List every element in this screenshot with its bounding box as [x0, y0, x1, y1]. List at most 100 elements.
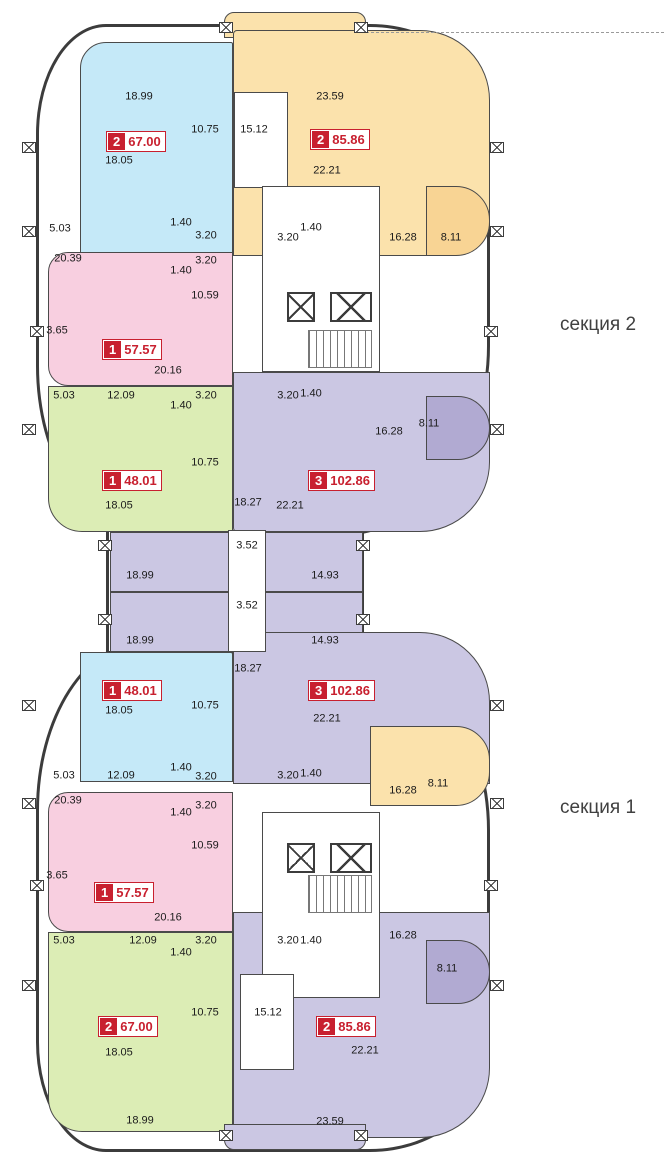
- window-marker-icon: [22, 980, 36, 991]
- dimension-label: 1.40: [170, 216, 192, 229]
- dimension-label: 10.59: [191, 289, 219, 302]
- window-marker-icon: [98, 614, 112, 625]
- dimension-label: 22.21: [351, 1044, 379, 1057]
- staircase-icon: [308, 330, 372, 368]
- window-marker-icon: [490, 798, 504, 809]
- dimension-label: 18.99: [125, 90, 153, 103]
- window-marker-icon: [219, 22, 233, 33]
- dimension-label: 16.28: [375, 425, 403, 438]
- unit-1-48-region-s1: [80, 652, 233, 782]
- room-count-badge: 3: [310, 472, 328, 489]
- room-16-8-s1: [370, 726, 490, 806]
- window-marker-icon: [22, 798, 36, 809]
- dimension-label: 3.20: [277, 769, 299, 782]
- dimension-label: 1.40: [170, 946, 192, 959]
- elevator-shaft-icon: [287, 292, 315, 322]
- staircase-icon: [308, 875, 372, 913]
- dimension-label: 18.27: [234, 662, 262, 675]
- dimension-label: 15.12: [254, 1006, 282, 1019]
- dimension-label: 18.05: [105, 499, 133, 512]
- dimension-label: 10.75: [191, 123, 219, 136]
- window-marker-icon: [356, 540, 370, 551]
- dimension-label: 14.93: [311, 634, 339, 647]
- window-marker-icon: [490, 700, 504, 711]
- dimension-label: 1.40: [300, 934, 322, 947]
- window-marker-icon: [219, 1130, 233, 1141]
- dimension-label: 18.99: [126, 1114, 154, 1127]
- room-count-badge: 1: [104, 472, 122, 489]
- dimension-label: 1.40: [300, 221, 322, 234]
- dimension-label: 3.20: [195, 934, 217, 947]
- room-count-badge: 3: [310, 682, 328, 699]
- dimension-label: 12.09: [129, 934, 157, 947]
- dimension-label: 3.52: [236, 539, 258, 552]
- dimension-label: 3.20: [277, 389, 299, 402]
- dimension-label: 1.40: [170, 264, 192, 277]
- unit-area-value: 85.86: [332, 132, 365, 147]
- window-marker-icon: [484, 880, 498, 891]
- dimension-label: 3.20: [195, 799, 217, 812]
- dimension-label: 18.27: [234, 496, 262, 509]
- dimension-label: 3.20: [195, 229, 217, 242]
- dimension-label: 20.39: [54, 794, 82, 807]
- window-marker-icon: [30, 326, 44, 337]
- reference-dashed-line: [366, 32, 664, 33]
- dimension-label: 1.40: [170, 761, 192, 774]
- dimension-label: 16.28: [389, 231, 417, 244]
- unit-area-value: 48.01: [124, 473, 157, 488]
- dimension-label: 15.12: [240, 123, 268, 136]
- dimension-label: 10.75: [191, 1006, 219, 1019]
- dimension-label: 1.40: [170, 399, 192, 412]
- dimension-label: 12.09: [107, 769, 135, 782]
- unit-area-value: 67.00: [120, 1019, 153, 1034]
- dimension-label: 1.40: [300, 767, 322, 780]
- unit-1-57-region-s2: [48, 252, 233, 386]
- room-count-badge: 2: [100, 1018, 118, 1035]
- room-count-badge: 2: [312, 131, 330, 148]
- elevator-shaft-icon: [330, 292, 372, 322]
- dimension-label: 20.39: [54, 252, 82, 265]
- bay-bottom: [224, 1124, 366, 1150]
- unit-area-value: 85.86: [338, 1019, 371, 1034]
- dimension-label: 12.09: [107, 389, 135, 402]
- dimension-label: 18.05: [105, 154, 133, 167]
- dimension-label: 3.20: [195, 254, 217, 267]
- window-marker-icon: [356, 614, 370, 625]
- unit-area-value: 57.57: [124, 342, 157, 357]
- dimension-label: 8.11: [427, 777, 449, 790]
- dimension-label: 10.75: [191, 456, 219, 469]
- window-marker-icon: [22, 700, 36, 711]
- room-count-badge: 2: [318, 1018, 336, 1035]
- window-marker-icon: [22, 142, 36, 153]
- dimension-label: 10.59: [191, 839, 219, 852]
- corridor-top: [234, 92, 288, 188]
- dimension-label: 3.20: [195, 770, 217, 783]
- corridor-bottom: [240, 974, 294, 1070]
- dimension-label: 5.03: [53, 769, 75, 782]
- room-count-badge: 1: [104, 341, 122, 358]
- room-count-badge: 1: [96, 884, 114, 901]
- dimension-label: 18.99: [126, 569, 154, 582]
- dimension-label: 23.59: [316, 1115, 344, 1128]
- dimension-label: 14.93: [311, 569, 339, 582]
- dimension-label: 5.03: [53, 934, 75, 947]
- dimension-label: 20.16: [154, 911, 182, 924]
- dimension-label: 1.40: [300, 387, 322, 400]
- elevator-shaft-icon: [287, 843, 315, 873]
- dimension-label: 1.40: [170, 806, 192, 819]
- window-marker-icon: [22, 226, 36, 237]
- window-marker-icon: [490, 424, 504, 435]
- unit-area-value: 102.86: [330, 683, 370, 698]
- window-marker-icon: [354, 22, 368, 33]
- section-1-label: секция 1: [560, 797, 637, 818]
- window-marker-icon: [98, 540, 112, 551]
- window-marker-icon: [490, 142, 504, 153]
- dimension-label: 10.75: [191, 699, 219, 712]
- dimension-label: 22.21: [313, 712, 341, 725]
- window-marker-icon: [354, 1130, 368, 1141]
- dimension-label: 8.11: [436, 962, 458, 975]
